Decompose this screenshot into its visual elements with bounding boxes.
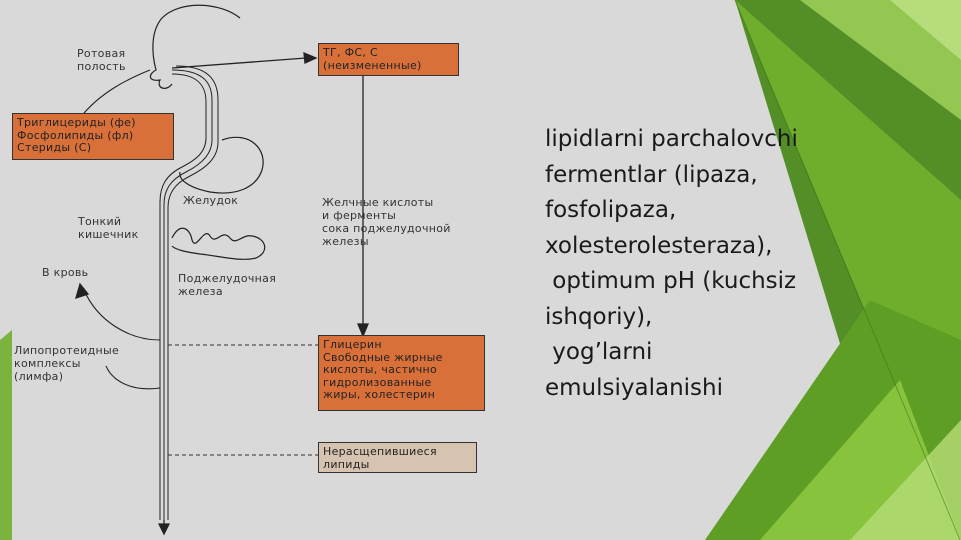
label-lipoproteins: Липопротеидные комплексы (лимфа)	[14, 344, 120, 383]
label-pancreas: Поджелудочная железа	[178, 272, 277, 298]
body-text: lipidlarni parchalovchi fermentlar (lipa…	[545, 122, 875, 406]
body-text-line: xolesterolesteraza),	[545, 232, 773, 259]
body-text-line: emulsiyalanishi	[545, 374, 724, 401]
body-text-line: fosfolipaza,	[545, 197, 677, 223]
body-text-line: lipidlarni parchalovchi	[545, 126, 798, 152]
box-dietary-lipids: Триглицериды (фе) Фосфолипиды (фл) Стери…	[12, 113, 174, 160]
body-text-line: fermentlar (lipaza,	[545, 161, 758, 188]
body-text-line: yog’larni	[545, 339, 653, 365]
body-text-line: optimum pH (kuchsiz	[545, 268, 797, 294]
label-oral-cavity: Ротовая полость	[77, 47, 126, 73]
box-tg-unchanged: ТГ, ФС, С (неизмененные)	[318, 43, 459, 76]
body-text-line: ishqoriy),	[545, 303, 653, 330]
label-bile-acids: Желчные кислоты и ферменты сока поджелуд…	[322, 196, 451, 248]
box-glycerol: Глицерин Свободные жирные кислоты, части…	[318, 335, 485, 411]
label-stomach: Желудок	[183, 194, 239, 207]
label-small-intestine: Тонкий кишечник	[78, 215, 139, 241]
box-undigested: Нерасщепившиеся липиды	[318, 442, 477, 473]
label-to-blood: В кровь	[42, 266, 89, 279]
